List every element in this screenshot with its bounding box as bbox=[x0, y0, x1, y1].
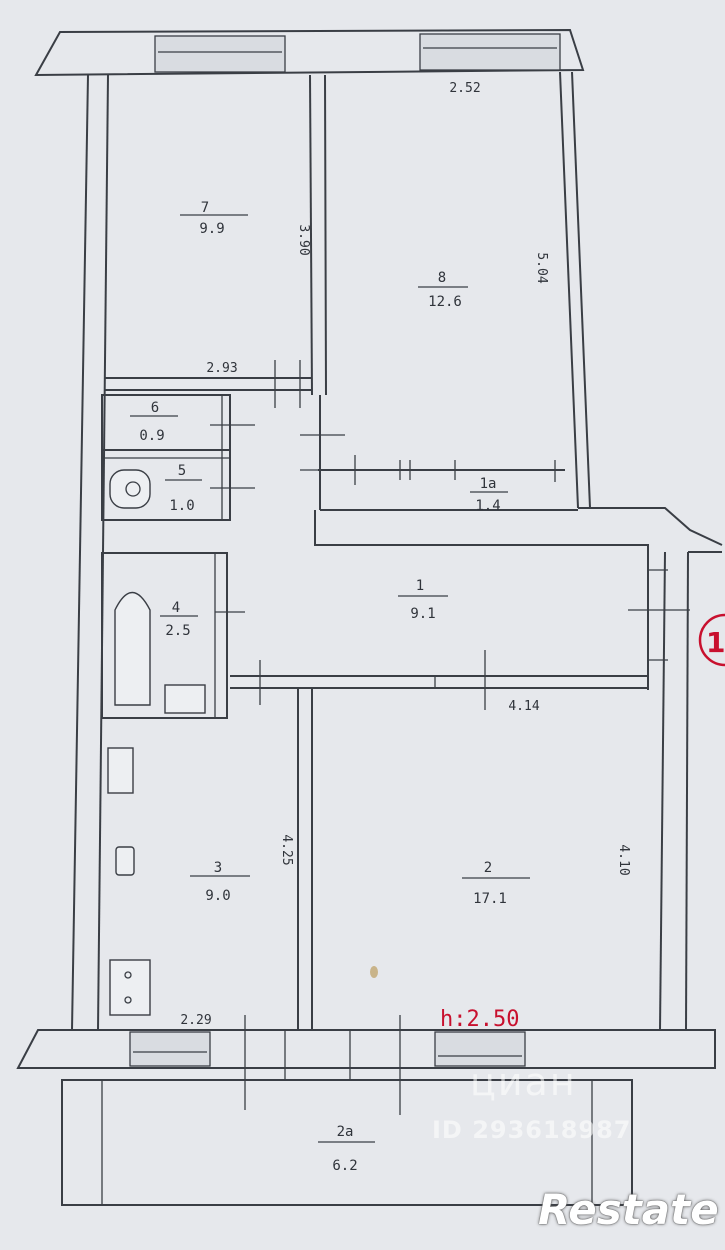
dim-room8-right: 5.04 bbox=[534, 252, 549, 283]
room-1-wall bbox=[314, 510, 649, 690]
smudge bbox=[370, 966, 378, 978]
dim-room7-bottom: 2.93 bbox=[206, 361, 237, 376]
window-room-3 bbox=[129, 1031, 211, 1067]
dim-top-right: 2.52 bbox=[449, 81, 480, 96]
wall-7-8 bbox=[309, 74, 313, 396]
right-wall-lower bbox=[659, 551, 666, 1031]
room-1-label: 1 9.1 bbox=[398, 578, 448, 622]
svg-text:5: 5 bbox=[178, 463, 186, 479]
room-7-label: 7 9.9 bbox=[180, 200, 248, 237]
dim-room3-right: 4.25 bbox=[279, 834, 294, 865]
stamp-circle bbox=[698, 613, 725, 667]
svg-text:2а: 2а bbox=[337, 1124, 354, 1140]
svg-text:2: 2 bbox=[484, 860, 492, 876]
svg-text:3: 3 bbox=[214, 860, 222, 876]
room-2-label: 2 17.1 bbox=[462, 860, 530, 907]
room-5-label: 5 1.0 bbox=[165, 463, 202, 514]
room-4-block bbox=[101, 552, 228, 719]
room-3-label: 3 9.0 bbox=[190, 860, 250, 904]
svg-text:2.5: 2.5 bbox=[165, 623, 190, 639]
dim-wall-7-8: 3.90 bbox=[296, 224, 311, 255]
restate-logo: Restate bbox=[538, 1185, 719, 1234]
bathtub-icon bbox=[114, 591, 151, 706]
svg-text:17.1: 17.1 bbox=[473, 891, 507, 907]
room-6-label: 6 0.9 bbox=[130, 400, 178, 444]
window-room-7 bbox=[154, 35, 286, 73]
window-room-2 bbox=[434, 1031, 526, 1067]
cooker-icon bbox=[109, 959, 151, 1016]
top-wall bbox=[34, 28, 585, 77]
right-wall-break bbox=[578, 507, 723, 546]
svg-text:1: 1 bbox=[416, 578, 424, 594]
svg-text:8: 8 bbox=[438, 270, 446, 286]
svg-text:4: 4 bbox=[172, 600, 180, 616]
room-1a-label: 1а 1.4 bbox=[470, 476, 508, 514]
svg-text:9.0: 9.0 bbox=[205, 888, 230, 904]
svg-text:6: 6 bbox=[151, 400, 159, 416]
stamp-mark: 1 bbox=[706, 626, 725, 659]
svg-text:7: 7 bbox=[201, 200, 209, 216]
dim-room2-top: 4.14 bbox=[508, 699, 539, 714]
ceiling-height: h:2.50 bbox=[440, 1007, 519, 1032]
svg-text:6.2: 6.2 bbox=[332, 1158, 357, 1174]
room-2a-label: 2а 6.2 bbox=[318, 1124, 375, 1174]
dim-room3-bottom: 2.29 bbox=[180, 1013, 211, 1028]
room-8-label: 8 12.6 bbox=[418, 270, 468, 310]
fridge-icon bbox=[115, 846, 135, 876]
cian-watermark-id: ID 293618987 bbox=[432, 1116, 632, 1144]
window-room-8 bbox=[419, 33, 561, 71]
toilet-icon bbox=[109, 469, 151, 509]
dim-room2-right: 4.10 bbox=[616, 844, 631, 875]
balcony-2a bbox=[61, 1079, 633, 1206]
svg-text:0.9: 0.9 bbox=[139, 428, 164, 444]
sink-icon bbox=[164, 684, 206, 714]
svg-text:9.1: 9.1 bbox=[410, 606, 435, 622]
right-wall-upper bbox=[559, 71, 579, 509]
cian-watermark-logo: циан bbox=[470, 1060, 577, 1104]
bottom-wall bbox=[16, 1029, 716, 1069]
svg-text:1.4: 1.4 bbox=[475, 498, 500, 514]
left-wall bbox=[71, 74, 89, 1031]
svg-text:9.9: 9.9 bbox=[199, 221, 224, 237]
svg-text:1а: 1а bbox=[480, 476, 497, 492]
stove-icon bbox=[107, 747, 134, 794]
room-4-label: 4 2.5 bbox=[160, 600, 198, 639]
svg-text:12.6: 12.6 bbox=[428, 294, 462, 310]
svg-text:1.0: 1.0 bbox=[169, 498, 194, 514]
